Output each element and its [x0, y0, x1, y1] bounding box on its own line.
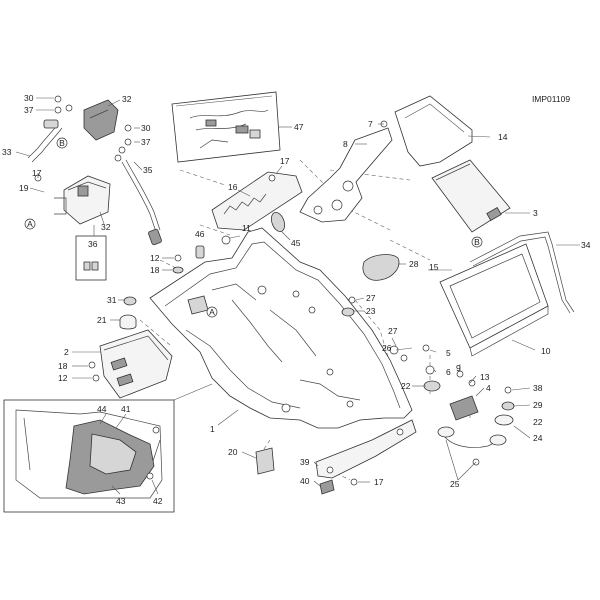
- callout-12-upper: 12: [150, 253, 160, 263]
- ref-marker-b-left-label: B: [59, 138, 65, 148]
- grommet-45: [271, 211, 291, 241]
- callout-labels: 30 37 32 30 37 33 17 19 32 36 35 47 7 8 …: [2, 93, 591, 506]
- cable-25: [437, 426, 507, 466]
- callout-43: 43: [116, 496, 126, 506]
- callout-6: 6: [446, 367, 451, 377]
- solenoid-32: [83, 99, 132, 146]
- callout-25: 25: [450, 479, 460, 489]
- callout-22-right: 22: [533, 417, 543, 427]
- callout-40: 40: [300, 476, 310, 486]
- rubber-mount-26-5-6: [389, 344, 441, 392]
- callout-8: 8: [343, 139, 348, 149]
- callout-5: 5: [446, 348, 451, 358]
- callout-37-left: 37: [24, 105, 34, 115]
- ref-marker-a-left-label: A: [27, 219, 33, 229]
- callout-32-mid: 32: [101, 222, 111, 232]
- bracket-8: [299, 120, 393, 223]
- battery-3: [431, 159, 530, 233]
- wiring-kit-47: [171, 91, 292, 163]
- callout-13: 13: [480, 372, 490, 382]
- relay-32: [34, 174, 111, 225]
- fuse-box-36: [75, 225, 107, 281]
- cap-28: [362, 254, 406, 281]
- harness-33: [27, 95, 73, 163]
- callout-15: 15: [429, 262, 439, 272]
- callout-11: 11: [242, 223, 251, 233]
- callout-26: 26: [382, 343, 392, 353]
- battery-strap-34: [469, 231, 580, 314]
- callout-3: 3: [533, 208, 538, 218]
- callout-27-mid: 27: [388, 326, 398, 336]
- callout-19: 19: [19, 183, 29, 193]
- reference-markers: B A A B: [24, 137, 483, 318]
- callout-17-left: 17: [32, 168, 42, 178]
- hose-35: [114, 146, 162, 246]
- callout-16: 16: [228, 182, 238, 192]
- control-unit-2: [88, 329, 173, 399]
- screws-27-23: [341, 296, 356, 317]
- bracket-39: [315, 419, 417, 479]
- callout-22-left: 22: [401, 381, 411, 391]
- fasteners-46-11: [195, 235, 241, 259]
- callout-7: 7: [368, 119, 373, 129]
- callout-35: 35: [143, 165, 153, 175]
- ref-marker-a-frame: [206, 306, 218, 318]
- callout-42: 42: [153, 496, 163, 506]
- callout-28: 28: [409, 259, 419, 269]
- callout-17-mid: 17: [280, 156, 290, 166]
- callout-21: 21: [97, 315, 107, 325]
- callout-47: 47: [294, 122, 304, 132]
- callout-46: 46: [195, 229, 205, 239]
- grommet-20: [255, 447, 275, 475]
- callout-36: 36: [88, 239, 98, 249]
- callout-1: 1: [210, 424, 215, 434]
- callout-18-lower: 18: [58, 361, 68, 371]
- rear-frame-1: [149, 227, 413, 429]
- callout-23: 23: [366, 306, 376, 316]
- callout-37-right: 37: [141, 137, 151, 147]
- tray-16: [211, 171, 303, 231]
- callout-30-right: 30: [141, 123, 151, 133]
- callout-38: 38: [533, 383, 543, 393]
- callout-2: 2: [64, 347, 69, 357]
- callout-14: 14: [498, 132, 508, 142]
- latch-4-13-9: [449, 370, 479, 421]
- callout-45: 45: [291, 238, 301, 248]
- drawing-code: IMP01109: [532, 94, 570, 104]
- ref-marker-a-left: [24, 218, 36, 230]
- callout-44: 44: [97, 404, 107, 414]
- callout-27-top: 27: [366, 293, 376, 303]
- callout-17-bottom: 17: [374, 477, 384, 487]
- screw-12-washer-18: [172, 254, 184, 274]
- grommets-38-29-22: [494, 386, 515, 426]
- inset-detail: [3, 383, 213, 513]
- callout-20: 20: [228, 447, 238, 457]
- callout-12-lower: 12: [58, 373, 68, 383]
- bush-31-21: [119, 296, 137, 330]
- callout-30-left: 30: [24, 93, 34, 103]
- leader-lines: [15, 97, 531, 487]
- cover-14: [394, 95, 491, 167]
- clip-40-screw-17: [319, 478, 358, 495]
- callout-29: 29: [533, 400, 543, 410]
- ref-marker-b-right: [471, 236, 483, 248]
- battery-box-10: [439, 243, 549, 357]
- callout-24: 24: [533, 433, 543, 443]
- ref-marker-b-left: [56, 137, 68, 149]
- callout-9: 9: [456, 363, 461, 373]
- callout-10: 10: [541, 346, 551, 356]
- callout-41: 41: [121, 404, 131, 414]
- callout-34: 34: [581, 240, 591, 250]
- ref-marker-a-frame-label: A: [209, 307, 215, 317]
- ref-marker-b-right-label: B: [474, 237, 480, 247]
- callout-18-upper: 18: [150, 265, 160, 275]
- callout-33: 33: [2, 147, 12, 157]
- callout-32-top: 32: [122, 94, 132, 104]
- callout-31: 31: [107, 295, 117, 305]
- callout-39: 39: [300, 457, 310, 467]
- callout-4: 4: [486, 383, 491, 393]
